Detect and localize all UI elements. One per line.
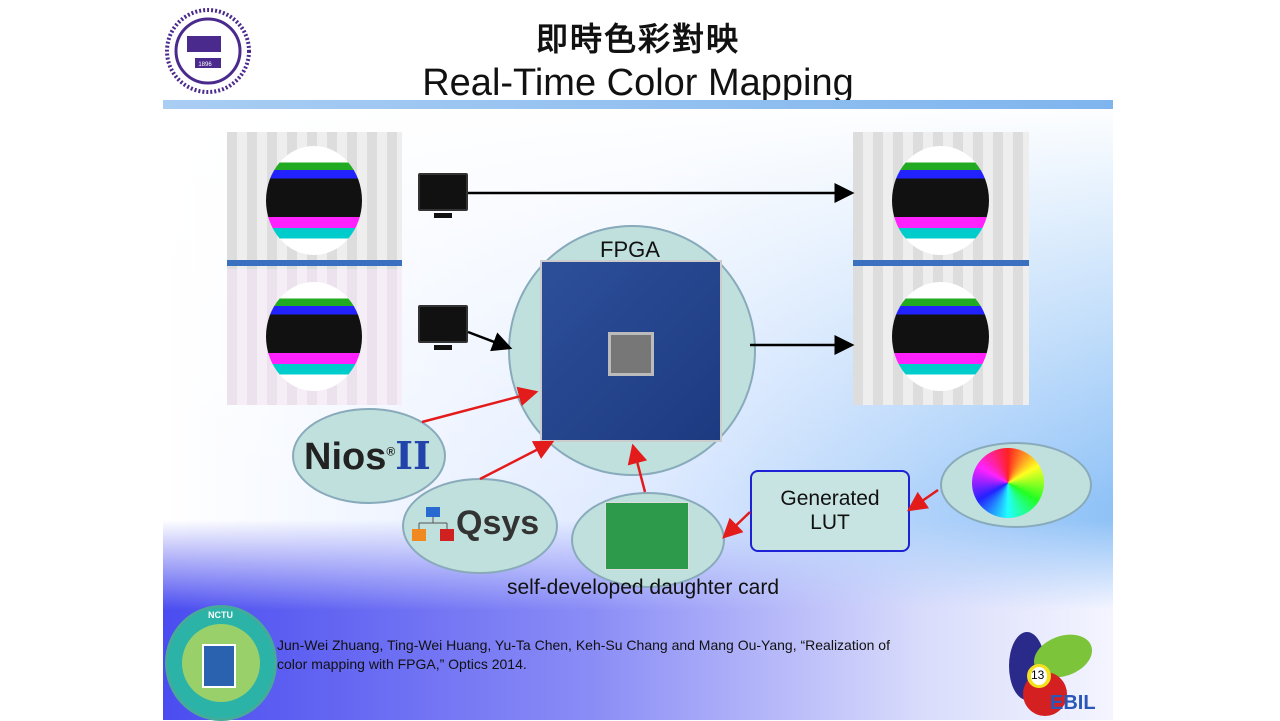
title-chinese: 即時色彩對映: [535, 20, 740, 58]
citation-line1: Jun-Wei Zhuang, Ting-Wei Huang, Yu-Ta Ch…: [277, 637, 890, 653]
arrow-nios-to-fpga: [421, 386, 539, 424]
lut-line2: LUT: [810, 511, 850, 534]
monitor-icon: [418, 305, 468, 350]
fpga-board-photo: [540, 260, 722, 442]
nctu-text: NCTU: [208, 610, 233, 620]
nios-text: Nios: [304, 436, 387, 478]
ebil-text: EBIL: [1050, 692, 1096, 714]
input-display-photo: [227, 132, 402, 405]
fpga-chip: [608, 332, 654, 376]
daughter-card-caption: self-developed daughter card: [506, 576, 779, 599]
color-gamut-image: [972, 448, 1044, 518]
citation-line2: color mapping with FPGA,” Optics 2014.: [277, 656, 527, 672]
university-seal-logo: 1896: [165, 8, 251, 94]
arrow-qsys-to-fpga: [479, 440, 555, 481]
fpga-label: FPGA: [600, 237, 660, 262]
nios-ellipse: [292, 408, 446, 504]
title-divider: [163, 100, 1113, 109]
arrow-monitor-to-fpga: [467, 330, 513, 352]
nctu-ece-logo: NCTU: [165, 605, 277, 721]
registered-mark: ®: [386, 444, 396, 459]
nios-ii-logo: Nios®II: [304, 433, 431, 479]
ebil-logo: [1009, 632, 1093, 716]
page-number: 13: [1031, 668, 1045, 682]
lut-line1: Generated: [780, 487, 880, 510]
output-display-photo: [853, 132, 1029, 405]
qsys-logo: Qsys: [456, 504, 540, 542]
qsys-hierarchy-icon: [412, 507, 454, 541]
monitor-icon: [418, 173, 468, 218]
arrow-colorspace-to-lut: [906, 488, 939, 512]
daughter-card-photo: [605, 502, 689, 570]
nios-suffix: II: [395, 433, 431, 478]
citation: Jun-Wei Zhuang, Ting-Wei Huang, Yu-Ta Ch…: [277, 636, 997, 674]
arrow-card-to-fpga: [627, 443, 648, 493]
title-english: Real-Time Color Mapping: [422, 62, 854, 104]
svg-text:1896: 1896: [198, 62, 212, 68]
arrow-lut-to-card: [722, 511, 751, 539]
